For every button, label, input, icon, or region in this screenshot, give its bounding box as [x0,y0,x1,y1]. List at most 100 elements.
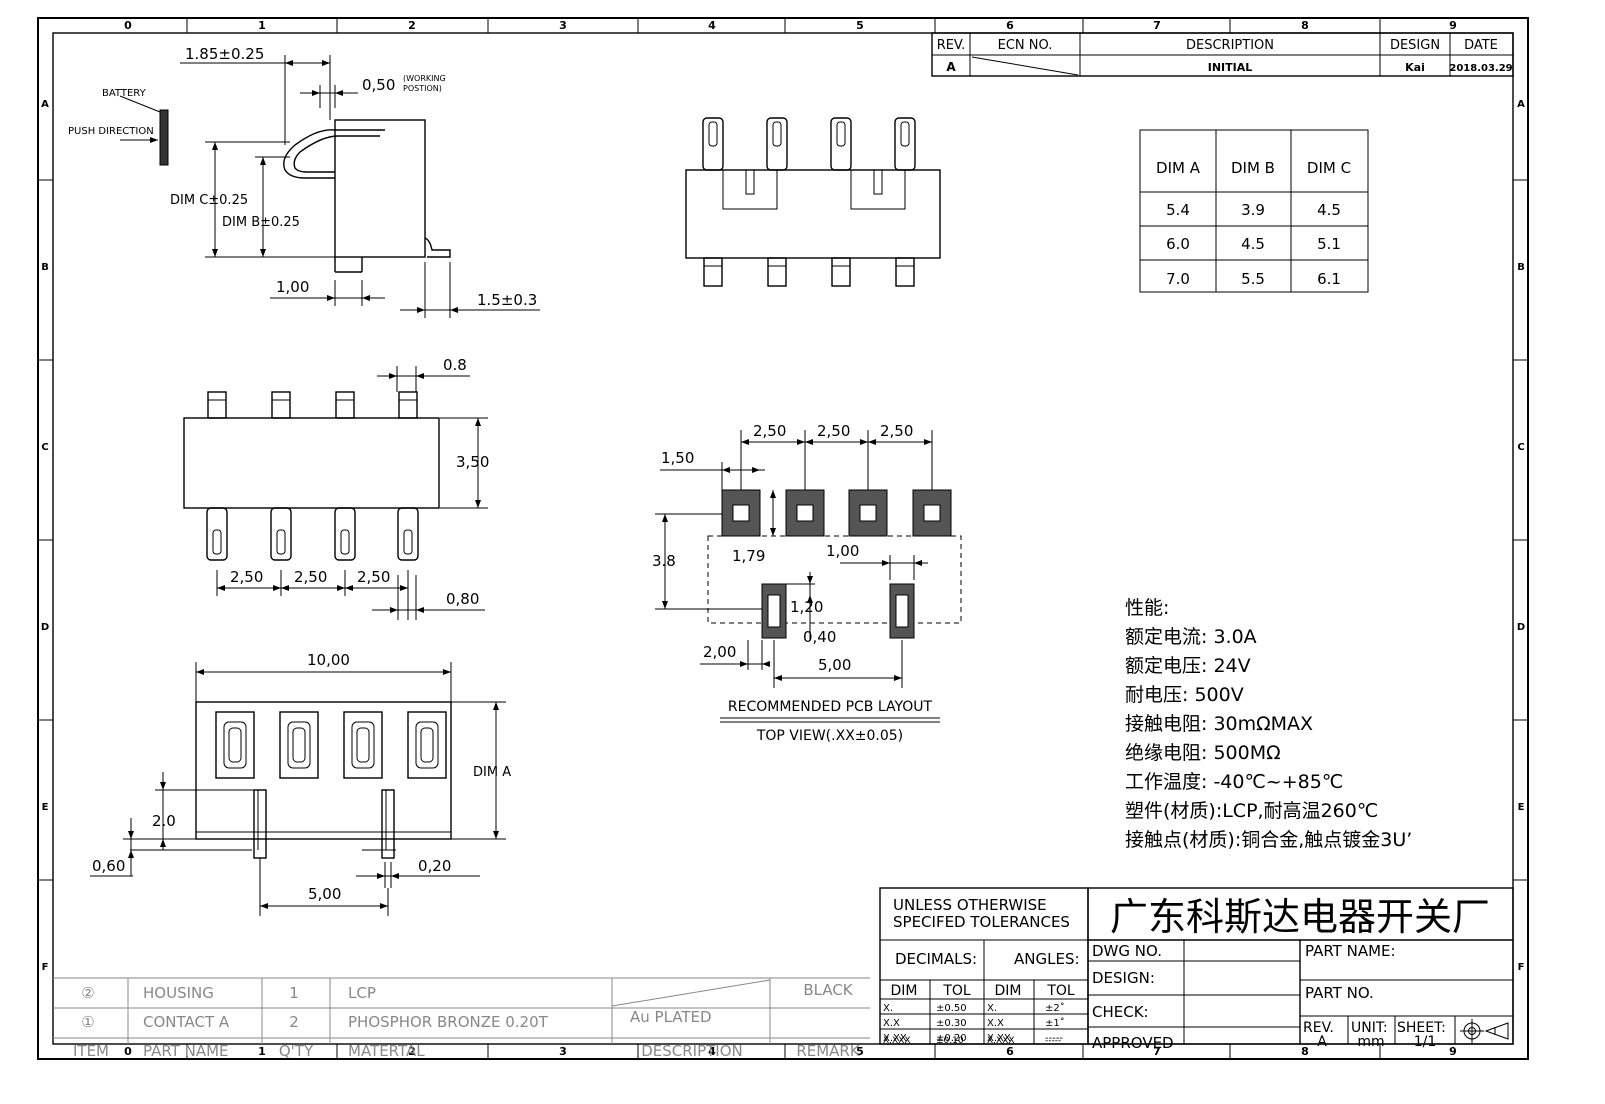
dwg-no-label: DWG NO. [1092,942,1162,960]
ang-tol: ±2˚ [1045,1002,1065,1014]
dim-table-cell: 5.1 [1317,235,1341,253]
design-label: DESIGN: [1092,969,1155,987]
col-label: 4 [708,1045,716,1058]
pcb-layout-title: RECOMMENDED PCB LAYOUT [728,699,933,715]
revision-block: REV. ECN NO. DESCRIPTION DESIGN DATE A I… [931,32,1514,77]
dim-1-79: 1,79 [732,547,765,565]
contact-spring [287,721,311,769]
pin [270,507,292,561]
tolerance-line-2: SPECIFED TOLERANCES [893,913,1070,931]
tolerance-line-1: UNLESS OTHERWISE [893,896,1047,914]
dim-5-00: 5,00 [818,656,851,674]
pin-slot [836,121,846,147]
col-label: 2 [408,1045,416,1058]
dec-tol: ±0.50 [936,1003,967,1014]
dec-dim: X.XX [883,1033,907,1044]
dim-1-20: 1,20 [790,598,823,616]
row-label: B [41,262,49,273]
pin [830,117,852,171]
pin-slot [276,529,286,555]
dec-tol: ±0.20 [936,1033,967,1044]
row-labels-left: A B C D E F [41,99,49,973]
dim-table-cell: 3.9 [1241,201,1265,219]
bom-material: PHOSPHOR BRONZE 0.20T [348,1013,549,1031]
pin [397,507,419,561]
unit-value: mm [1357,1034,1384,1050]
solder-pad-inner [796,504,814,522]
projection-symbol-icon [1460,1019,1509,1043]
row-label: D [1517,622,1525,633]
title-block: 广东科斯达电器开关厂 DWG NO. DESIGN: CHECK: APPROV… [1087,887,1514,1052]
row-label: D [41,622,49,633]
pin [767,257,787,287]
dec-tol: ±0.30 [936,1018,967,1029]
dim-5-00: 5,00 [308,885,341,903]
solder-pad [848,489,888,537]
row-labels-right: A B C D E F [1517,99,1525,973]
bom-qty: 1 [289,984,299,1002]
pcb-layout: 2,50 2,50 2,50 1,50 3.8 1,79 1,00 1,20 0… [652,422,962,744]
dim-2-50: 2,50 [294,568,327,586]
bom-remark: BLACK [803,981,853,999]
sheet-value: 1/1 [1414,1034,1437,1050]
bom-item-no: ② [81,984,94,1002]
bom-part-name: HOUSING [143,984,214,1002]
pin-slot [708,121,718,147]
dim-table-header: DIM A [1156,159,1201,177]
col-label: 4 [708,19,716,32]
ang-dim: X.XXX [987,1036,1015,1046]
bom-description: Au PLATED [630,1008,712,1026]
contact-cell [279,711,319,779]
design-header: DESIGN [1390,38,1440,53]
bom-header-material: MATERTAL [348,1042,425,1060]
pin [894,117,916,171]
row-label: C [1517,442,1524,453]
dim-table-cell: 6.1 [1317,270,1341,288]
pin [334,507,356,561]
dim-table-cell: 4.5 [1241,235,1265,253]
pin [335,391,355,419]
contact-spring-inner [356,727,370,763]
col-label: 5 [856,1045,864,1058]
dim-0-20: 0,20 [418,857,451,875]
bom-header-item: ITEM [73,1042,109,1060]
bom-item-no: ① [81,1013,94,1031]
dim-3-8: 3.8 [652,552,676,570]
row-label: E [42,802,49,813]
pitch-2-50: 2,50 [880,422,913,440]
ang-dim: X.X [987,1018,1004,1029]
dim-table-cell: 5.5 [1241,270,1265,288]
bom-part-name: CONTACT A [143,1013,230,1031]
working-position-2: POSTION) [403,84,442,93]
spec-line: 工作温度: -40℃~+85℃ [1125,771,1343,793]
pin-slot [900,121,910,147]
col-label: 8 [1301,19,1309,32]
col-label: 9 [1449,19,1457,32]
col-label: 7 [1153,1045,1161,1058]
dim-1-5: 1.5±0.3 [477,291,537,309]
col-label: 8 [1301,1045,1309,1058]
row-label: B [1517,262,1525,273]
contact-spring [223,721,247,769]
pin [895,257,915,287]
dim-table-header: DIM B [1231,159,1275,177]
spec-line: 额定电压: 24V [1125,655,1251,677]
pin-slot [340,529,350,555]
contact-spring-inner [228,727,242,763]
dim-3-50: 3,50 [456,453,489,471]
col-label: 2 [408,19,416,32]
dim-table-cell: 7.0 [1166,270,1190,288]
col-label: 5 [856,19,864,32]
bom-header-description: DESCRIPTION [641,1042,743,1060]
dec-tol: ±0.10 [936,1036,964,1046]
top-view: 0.8 3,50 2,50 2,50 2,50 0,80 [183,356,489,620]
contact-cell [407,711,447,779]
rev-value: A [946,60,956,74]
row-label: F [1518,962,1525,973]
solder-pad-inner [923,504,941,522]
pin-slot [403,529,413,555]
dim-0-8: 0.8 [443,356,467,374]
pitch-2-50: 2,50 [753,422,786,440]
pin-slot [212,529,222,555]
front-view: 10,00 DIM A 2.0 0,60 0,20 5,00 [90,651,511,916]
